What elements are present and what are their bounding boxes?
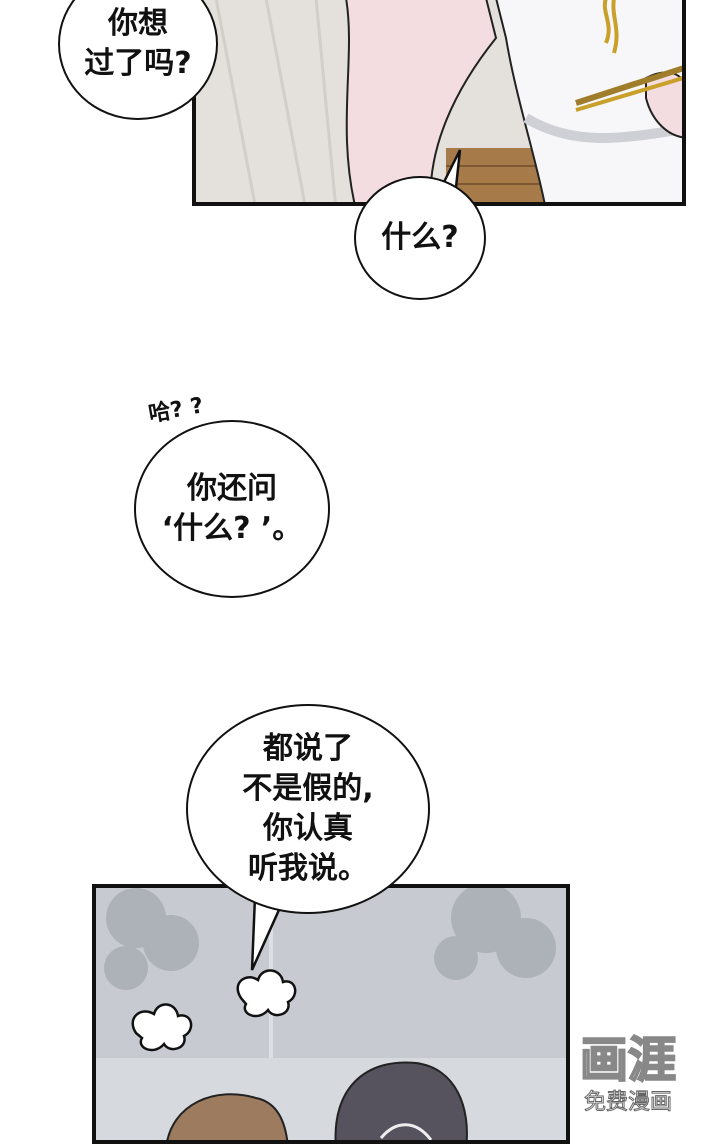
sfx-huh: 哈? ? xyxy=(146,387,206,428)
speech-bubble-4-text: 都说了 不是假的, 你认真 听我说。 xyxy=(242,731,374,886)
bottom-panel xyxy=(92,884,570,1144)
speech-bubble-4: 都说了 不是假的, 你认真 听我说。 xyxy=(186,704,430,914)
top-panel-art xyxy=(196,0,682,202)
top-panel xyxy=(192,0,686,206)
watermark: 画涯 免费漫画 xyxy=(568,1031,688,1132)
bottom-panel-art xyxy=(96,888,566,1140)
watermark-caption: 免费漫画 xyxy=(583,1090,672,1116)
speech-bubble-1: 你想 过了吗? xyxy=(58,0,218,120)
speech-bubble-2: 什么? xyxy=(354,176,486,300)
speech-bubble-1-text: 你想 过了吗? xyxy=(84,6,192,81)
watermark-logo: 画涯 xyxy=(579,1031,677,1089)
speech-bubble-2-text: 什么? xyxy=(381,220,459,255)
speech-bubble-3-text: 你还问 ‘什么? ’。 xyxy=(161,471,303,546)
sfx-huh-text: 哈? ? xyxy=(146,393,206,428)
speech-bubble-3: 你还问 ‘什么? ’。 xyxy=(134,420,330,598)
